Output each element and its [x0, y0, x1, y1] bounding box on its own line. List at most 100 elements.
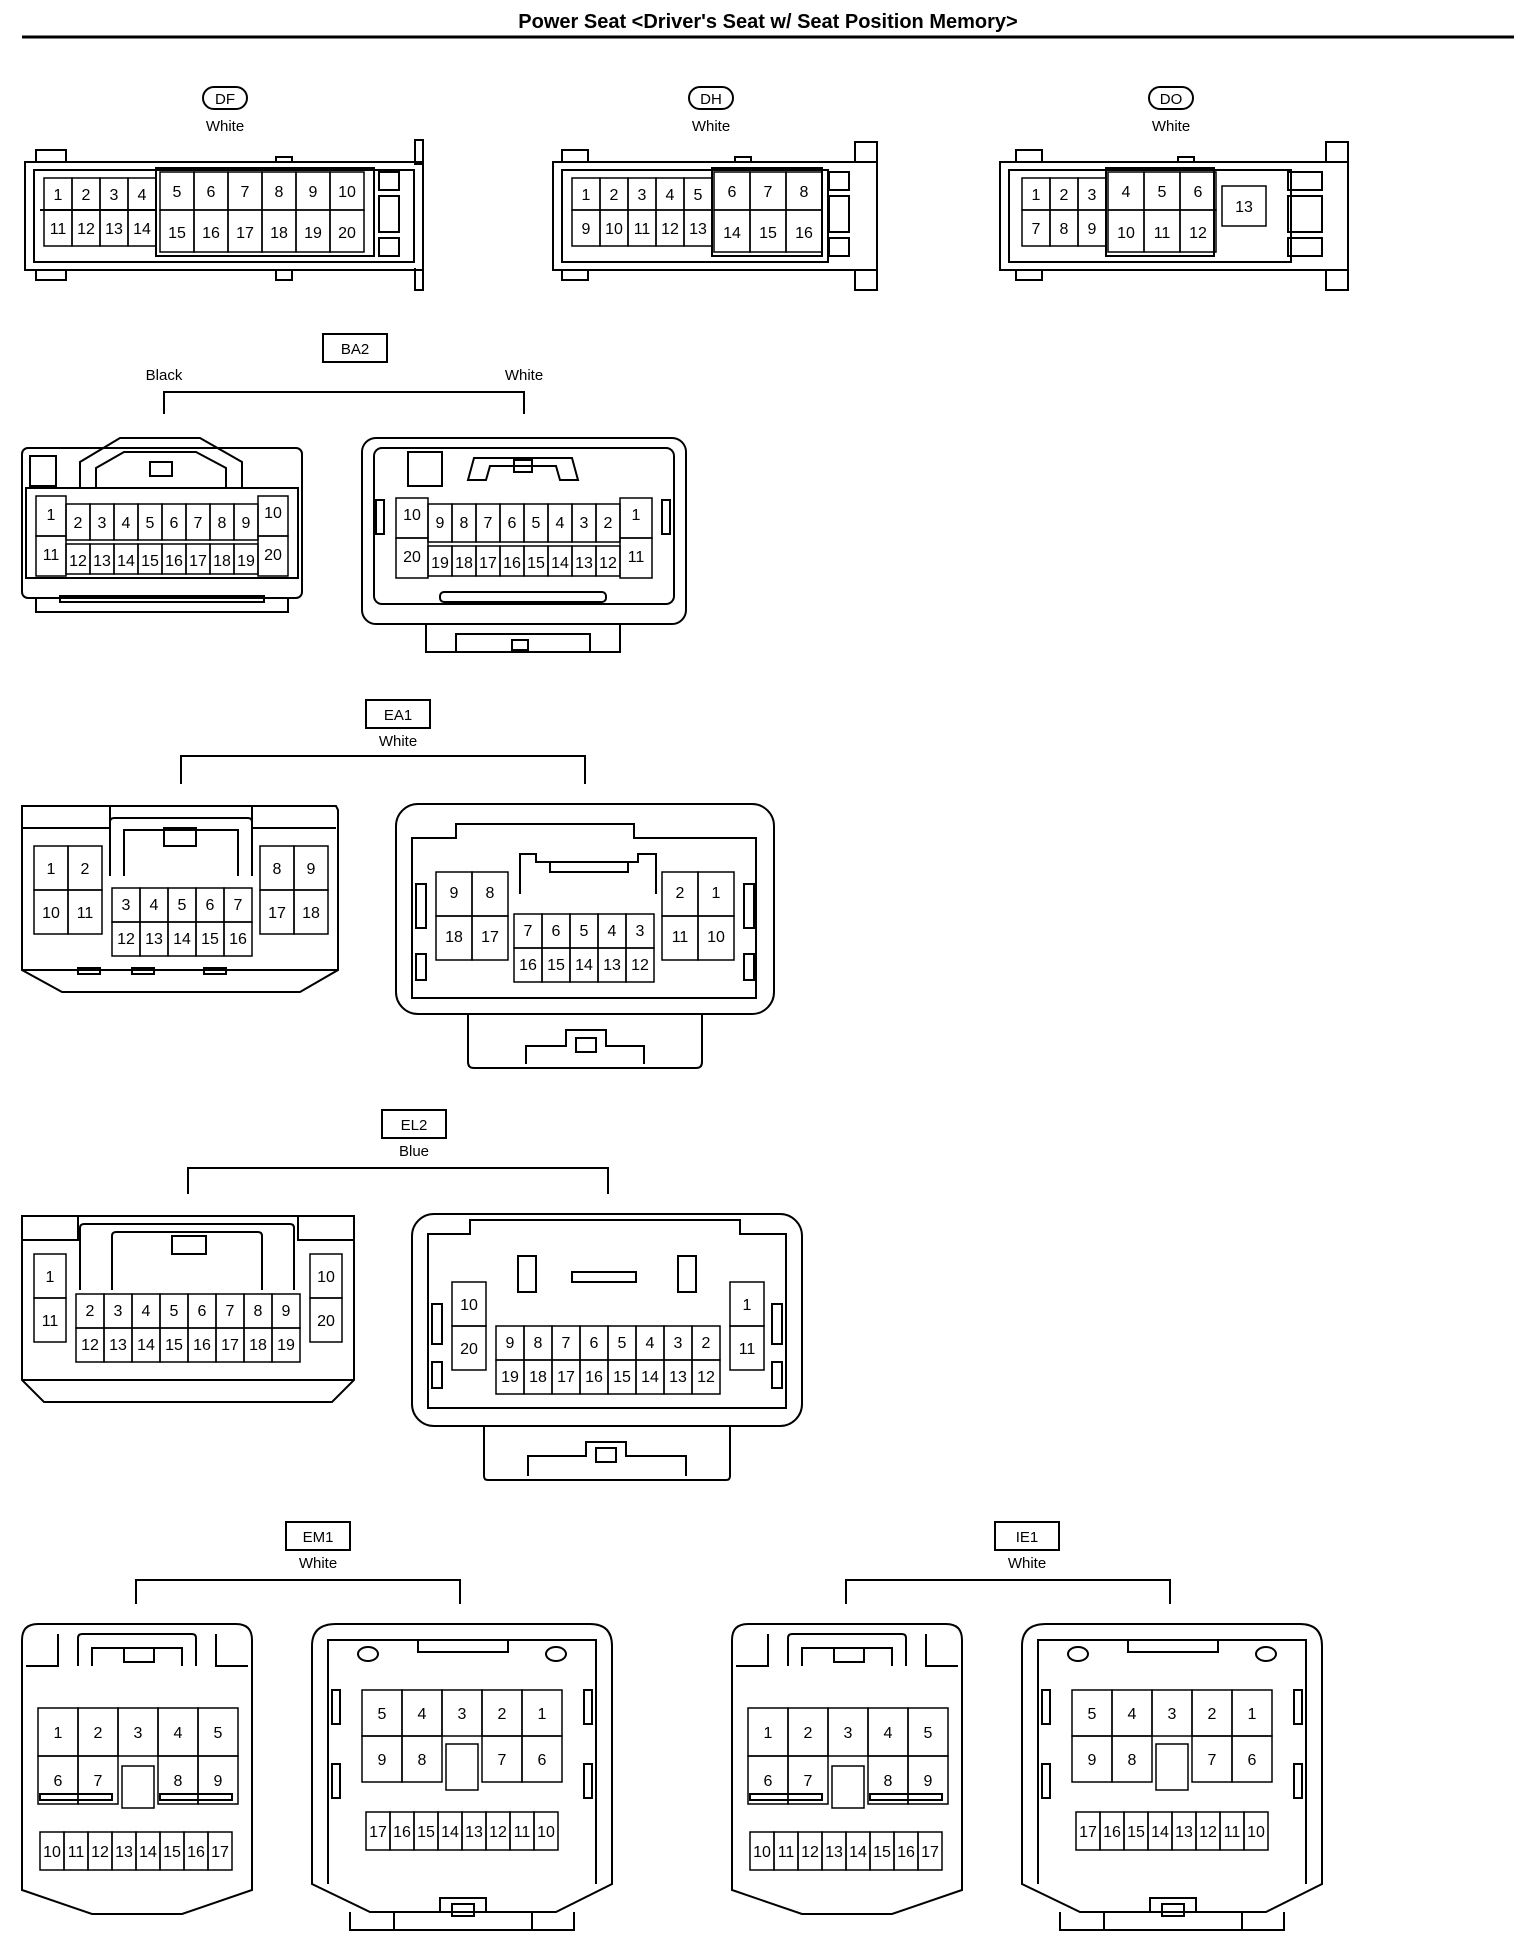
svg-text:9: 9 — [307, 861, 316, 878]
connector-ie1-code: IE1 — [1016, 1529, 1039, 1546]
svg-text:1: 1 — [47, 861, 56, 878]
svg-text:3: 3 — [122, 897, 131, 914]
svg-text:4: 4 — [174, 1725, 183, 1742]
svg-text:15: 15 — [1127, 1824, 1145, 1841]
svg-text:3: 3 — [110, 187, 119, 204]
svg-text:6: 6 — [1194, 184, 1203, 201]
connector-ba2-left-color: Black — [146, 367, 183, 384]
svg-text:1: 1 — [47, 507, 56, 524]
svg-text:1: 1 — [632, 507, 641, 524]
svg-text:9: 9 — [1088, 221, 1097, 238]
connector-dh-color: White — [692, 118, 730, 135]
svg-text:15: 15 — [759, 225, 777, 242]
svg-text:18: 18 — [249, 1337, 267, 1354]
svg-text:19: 19 — [431, 555, 449, 572]
svg-text:7: 7 — [804, 1773, 813, 1790]
svg-text:4: 4 — [1128, 1706, 1137, 1723]
svg-text:2: 2 — [1208, 1706, 1217, 1723]
svg-text:16: 16 — [503, 555, 521, 572]
svg-text:13: 13 — [145, 931, 163, 948]
svg-text:18: 18 — [270, 225, 288, 242]
svg-text:13: 13 — [603, 957, 621, 974]
svg-text:12: 12 — [91, 1844, 109, 1861]
svg-text:4: 4 — [884, 1725, 893, 1742]
svg-text:2: 2 — [498, 1706, 507, 1723]
connector-do-code: DO — [1160, 91, 1183, 108]
connector-ea1-left-shell — [21, 805, 339, 993]
svg-text:5: 5 — [146, 515, 155, 532]
connector-el2-color: Blue — [399, 1143, 429, 1160]
connector-do-color: White — [1152, 118, 1190, 135]
svg-text:3: 3 — [674, 1335, 683, 1352]
svg-text:18: 18 — [445, 929, 463, 946]
svg-text:10: 10 — [42, 905, 60, 922]
svg-text:2: 2 — [702, 1335, 711, 1352]
svg-text:13: 13 — [115, 1844, 133, 1861]
svg-text:3: 3 — [134, 1725, 143, 1742]
connector-ea1-color: White — [379, 733, 417, 750]
connector-ie1-color: White — [1008, 1555, 1046, 1572]
svg-text:3: 3 — [638, 187, 647, 204]
svg-text:4: 4 — [138, 187, 147, 204]
svg-text:5: 5 — [694, 187, 703, 204]
svg-text:4: 4 — [1122, 184, 1131, 201]
svg-text:10: 10 — [753, 1844, 771, 1861]
svg-text:14: 14 — [137, 1337, 155, 1354]
svg-text:6: 6 — [538, 1752, 547, 1769]
svg-text:14: 14 — [117, 553, 135, 570]
svg-text:12: 12 — [661, 221, 679, 238]
svg-text:14: 14 — [551, 555, 569, 572]
svg-text:7: 7 — [241, 184, 250, 201]
svg-text:9: 9 — [582, 221, 591, 238]
connector-ea1-label: EA1 White — [180, 699, 586, 784]
svg-text:11: 11 — [778, 1844, 795, 1861]
svg-text:14: 14 — [133, 221, 151, 238]
svg-text:18: 18 — [213, 553, 231, 570]
svg-text:10: 10 — [1117, 225, 1135, 242]
svg-text:1: 1 — [743, 1297, 752, 1314]
svg-text:8: 8 — [273, 861, 282, 878]
svg-text:9: 9 — [378, 1752, 387, 1769]
svg-text:15: 15 — [613, 1369, 631, 1386]
svg-text:16: 16 — [229, 931, 247, 948]
svg-text:8: 8 — [418, 1752, 427, 1769]
svg-text:16: 16 — [897, 1844, 915, 1861]
svg-text:3: 3 — [1088, 187, 1097, 204]
svg-text:11: 11 — [672, 929, 689, 946]
connector-el2-code: EL2 — [401, 1117, 428, 1134]
svg-text:11: 11 — [628, 549, 645, 566]
svg-text:3: 3 — [1168, 1706, 1177, 1723]
svg-text:3: 3 — [458, 1706, 467, 1723]
svg-text:7: 7 — [524, 923, 533, 940]
svg-text:6: 6 — [764, 1773, 773, 1790]
svg-text:6: 6 — [728, 184, 737, 201]
connector-ea1-code: EA1 — [384, 707, 412, 724]
svg-text:12: 12 — [697, 1369, 715, 1386]
svg-text:16: 16 — [519, 957, 537, 974]
svg-text:1: 1 — [538, 1706, 547, 1723]
svg-text:13: 13 — [105, 221, 123, 238]
svg-text:4: 4 — [646, 1335, 655, 1352]
svg-text:10: 10 — [403, 507, 421, 524]
svg-text:2: 2 — [86, 1303, 95, 1320]
svg-text:20: 20 — [264, 547, 282, 564]
svg-text:12: 12 — [69, 553, 87, 570]
svg-text:17: 17 — [189, 553, 207, 570]
svg-text:14: 14 — [575, 957, 593, 974]
connector-em1-label: EM1 White — [135, 1521, 461, 1604]
svg-text:1: 1 — [1032, 187, 1041, 204]
svg-text:5: 5 — [1088, 1706, 1097, 1723]
svg-text:18: 18 — [529, 1369, 547, 1386]
svg-text:1: 1 — [764, 1725, 773, 1742]
svg-text:1: 1 — [712, 885, 721, 902]
svg-text:4: 4 — [418, 1706, 427, 1723]
svg-text:13: 13 — [669, 1369, 687, 1386]
svg-text:11: 11 — [1154, 225, 1171, 242]
svg-text:13: 13 — [109, 1337, 127, 1354]
svg-text:9: 9 — [242, 515, 251, 532]
